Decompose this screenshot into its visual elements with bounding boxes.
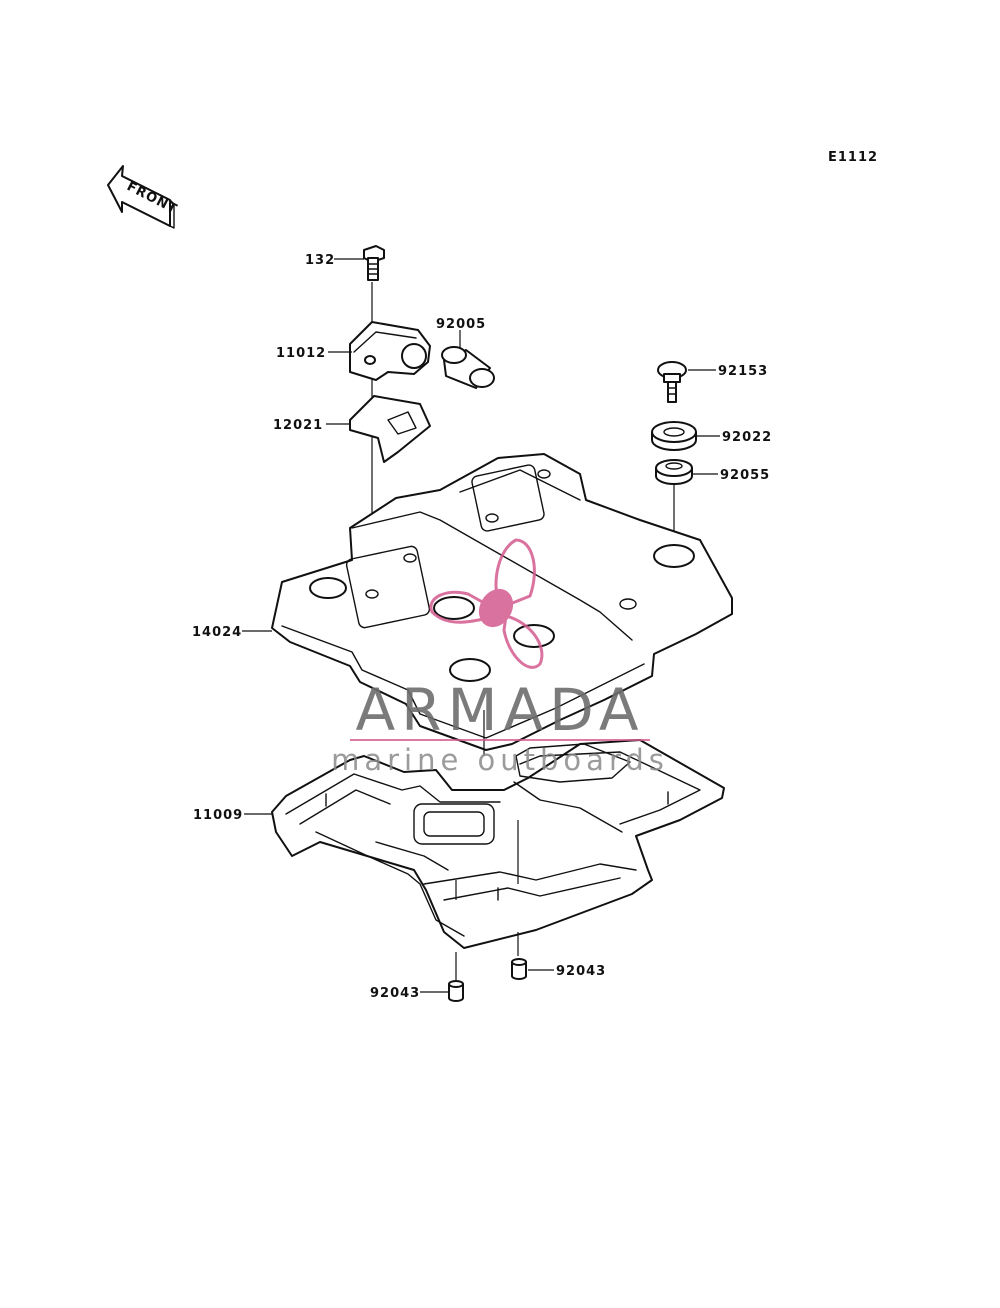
pipe-92005-drawing (441, 346, 495, 389)
part-label-14024: 14024 (192, 625, 242, 640)
dowel-92043-left-drawing (448, 980, 464, 1002)
part-label-11009: 11009 (193, 808, 243, 823)
watermark-subtitle: marine outboards (331, 743, 669, 777)
part-label-11012: 11012 (276, 346, 326, 361)
part-label-12021: 12021 (273, 418, 323, 433)
bolt-92153-drawing (657, 361, 687, 403)
gasket-11009-drawing (271, 739, 725, 949)
breather-cover-11012-drawing (349, 321, 431, 381)
grommet-92055-drawing (655, 459, 693, 485)
watermark-logo-icon (429, 538, 544, 669)
part-label-92055: 92055 (720, 468, 770, 483)
diagram-code: E1112 (828, 150, 878, 165)
part-label-92022: 92022 (722, 430, 772, 445)
front-arrow-icon: FRONT (107, 165, 180, 229)
dowel-92043-right-drawing (511, 958, 527, 980)
plate-12021-drawing (349, 395, 431, 463)
part-label-92153: 92153 (718, 364, 768, 379)
part-label-92005: 92005 (436, 317, 486, 332)
watermark-title: ARMADA (355, 676, 644, 744)
bolt-132-drawing (363, 245, 385, 281)
part-label-92043-left: 92043 (370, 986, 420, 1001)
part-label-132: 132 (305, 253, 335, 268)
washer-92022-drawing (651, 421, 697, 451)
part-label-92043-right: 92043 (556, 964, 606, 979)
